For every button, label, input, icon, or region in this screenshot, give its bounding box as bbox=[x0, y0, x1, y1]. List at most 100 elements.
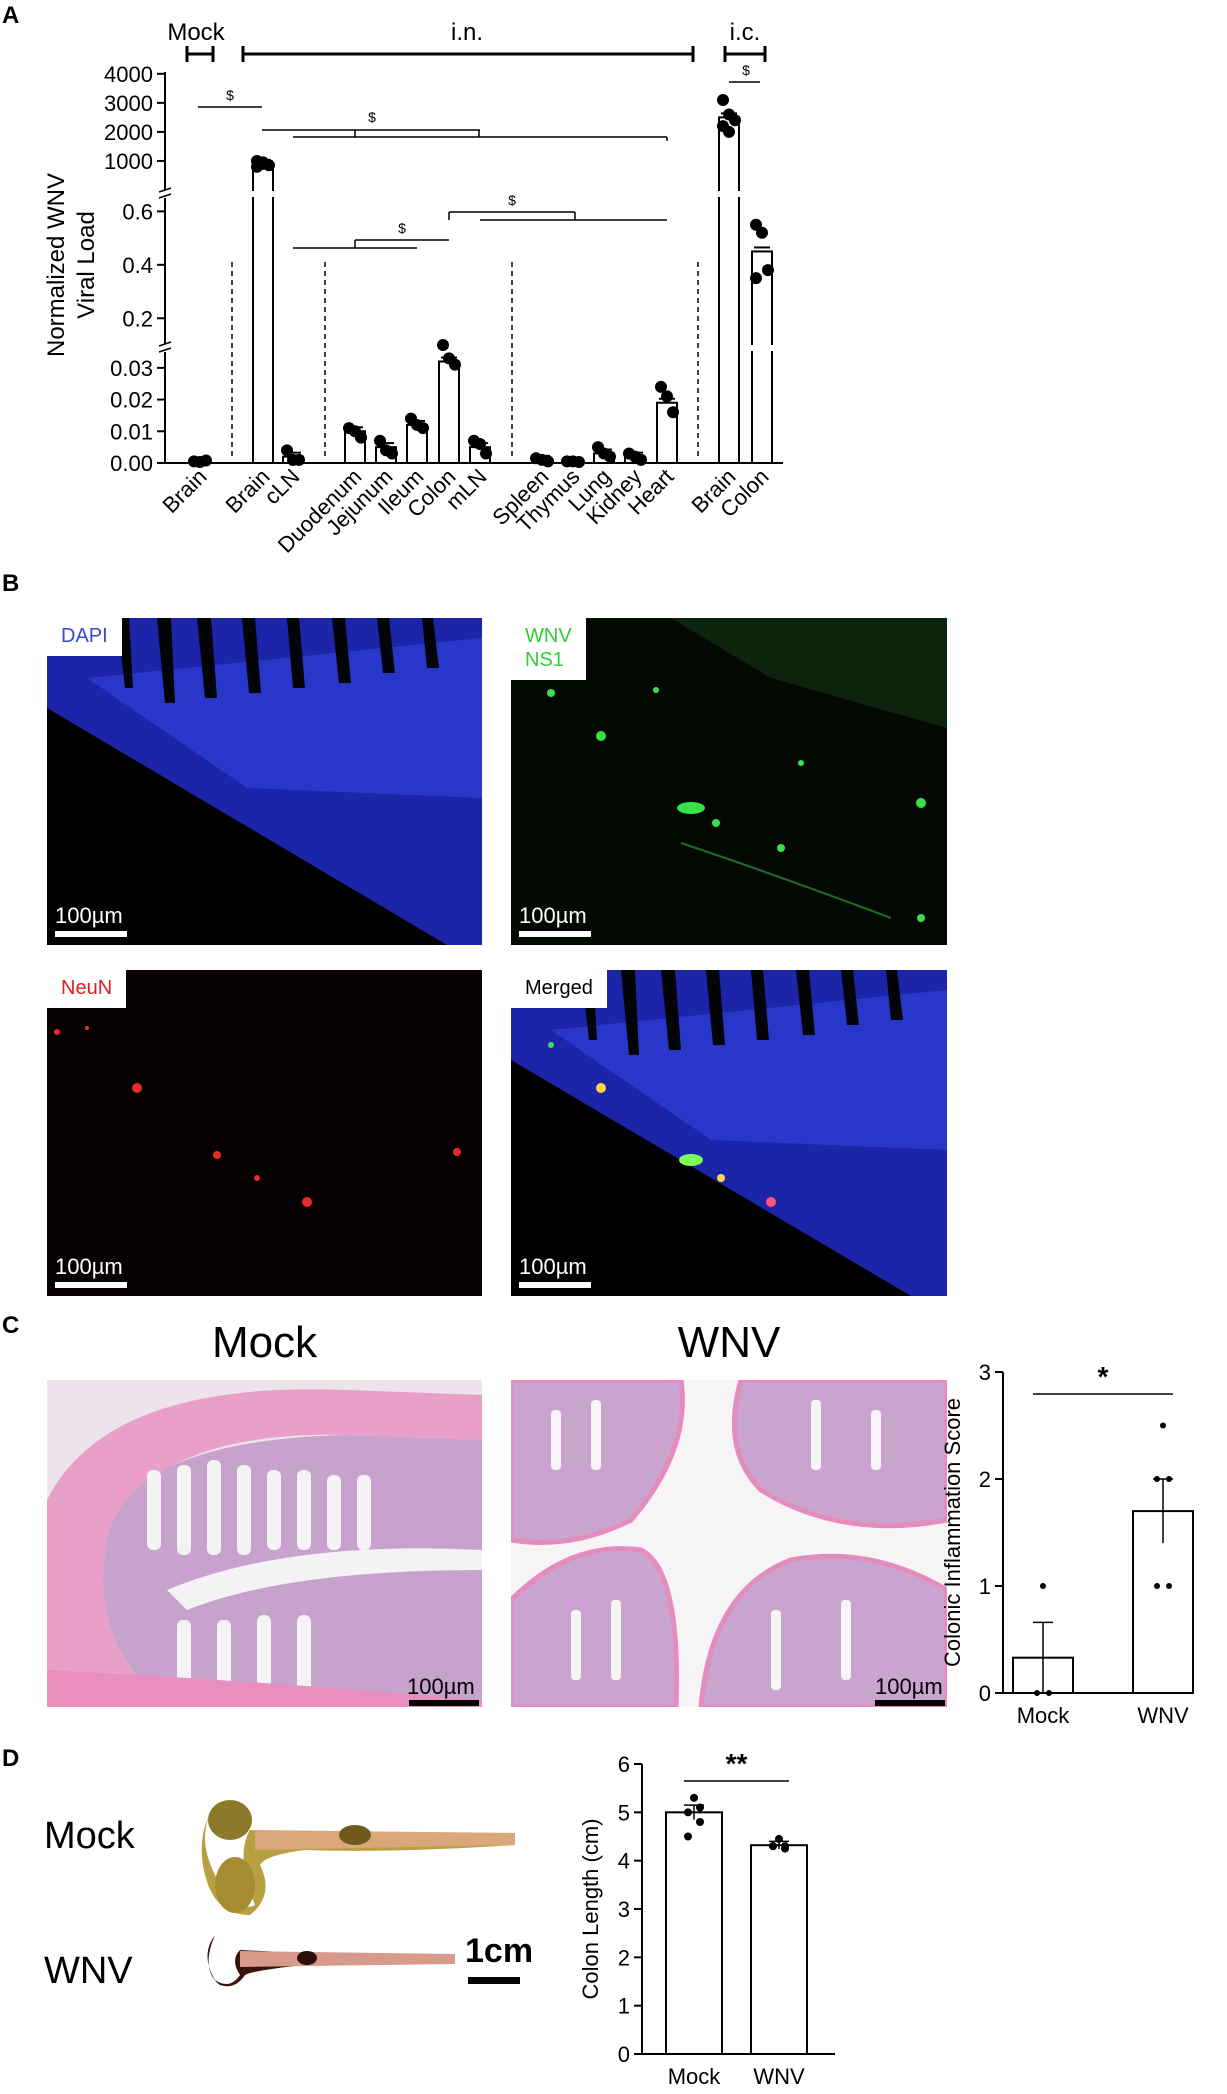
colon-wnv bbox=[207, 1935, 455, 1987]
he-title-wnv: WNV bbox=[677, 1318, 781, 1367]
chart-d-y-tick-label: 6 bbox=[618, 1752, 630, 1777]
chart-a-bar bbox=[438, 360, 460, 464]
micro-neun-image bbox=[47, 970, 482, 1296]
micro-wnv-image bbox=[511, 618, 947, 945]
chart-d-y-tick-label: 5 bbox=[618, 1800, 630, 1825]
chart-a-point bbox=[257, 156, 269, 169]
micro-wnv-ns1: WNV NS1 100µm bbox=[511, 618, 947, 945]
chart-d-point bbox=[769, 1842, 777, 1851]
chart-a-bar bbox=[751, 250, 773, 464]
chart-a-bar bbox=[252, 162, 274, 464]
channel-label-dapi: DAPI bbox=[47, 618, 122, 656]
chart-d-point bbox=[775, 1834, 783, 1843]
chart-a-point bbox=[635, 453, 647, 466]
chart-c-y-tick-label: 3 bbox=[979, 1360, 991, 1385]
channel-label-dapi-text: DAPI bbox=[61, 625, 108, 647]
chart-a-x-tick-label: Brain bbox=[158, 464, 212, 518]
colon-row-label-wnv: WNV bbox=[44, 1950, 133, 1992]
he-scale-bar-mock bbox=[409, 1700, 479, 1706]
chart-d-bar bbox=[750, 1844, 808, 2055]
chart-a-sig-symbol-4: $ bbox=[742, 62, 750, 78]
he-scale-label-mock: 100µm bbox=[407, 1674, 475, 1699]
chart-a-point bbox=[661, 390, 673, 403]
he-mock-image bbox=[47, 1380, 482, 1707]
chart-a-group-ic-label: i.c. bbox=[730, 19, 761, 46]
chart-a-point bbox=[281, 444, 293, 457]
chart-a-point bbox=[717, 93, 729, 106]
chart-c-point bbox=[1040, 1583, 1046, 1589]
chart-a-y-tick-label: 0.4 bbox=[122, 253, 153, 278]
chart-c-y-label: Colonic Inflammation Score bbox=[940, 1398, 965, 1667]
chart-d-bar bbox=[665, 1811, 723, 2056]
channel-label-wnv: WNV NS1 bbox=[511, 618, 586, 680]
chart-c-point bbox=[1046, 1690, 1052, 1696]
chart-a-x-tick-label: cLN bbox=[259, 464, 304, 509]
channel-label-merged: Merged bbox=[511, 970, 607, 1008]
chart-c-y-tick-label: 0 bbox=[979, 1681, 991, 1706]
chart-a-y-tick-label: 0.6 bbox=[122, 199, 153, 224]
chart-a-sig-symbol-3: $ bbox=[508, 192, 516, 208]
he-title-mock: Mock bbox=[211, 1318, 318, 1367]
scale-bar-merged bbox=[519, 1282, 591, 1288]
colon-scale-label: 1cm bbox=[465, 1932, 534, 1970]
chart-a-bar bbox=[718, 116, 740, 464]
panel-letter-b: B bbox=[2, 570, 20, 597]
chart-c-point bbox=[1166, 1583, 1172, 1589]
chart-a-y-label-line1: Normalized WNV bbox=[43, 173, 70, 357]
chart-d-point bbox=[684, 1832, 692, 1841]
chart-a-y-tick-label: 3000 bbox=[104, 91, 153, 116]
chart-a-point bbox=[750, 272, 762, 285]
chart-d-point bbox=[781, 1844, 789, 1853]
chart-c-x-tick-label: Mock bbox=[1017, 1703, 1071, 1728]
chart-a-point bbox=[604, 450, 616, 463]
channel-label-ns1-text: NS1 bbox=[525, 649, 564, 671]
chart-a-bar-break-1 bbox=[717, 191, 741, 197]
colon-photo bbox=[201, 1800, 515, 1987]
chart-a-y-tick-label: 0.01 bbox=[110, 419, 153, 444]
chart-c-y-tick-label: 1 bbox=[979, 1574, 991, 1599]
chart-a-sig-symbol-0: $ bbox=[226, 87, 234, 103]
micro-dapi-image bbox=[47, 618, 482, 945]
he-image-mock: 100µm bbox=[47, 1380, 482, 1707]
scale-label-wnv: 100µm bbox=[519, 903, 587, 928]
colon-row-label-mock: Mock bbox=[44, 1815, 135, 1857]
channel-label-neun: NeuN bbox=[47, 970, 127, 1008]
scale-bar-wnv bbox=[519, 931, 591, 937]
panel-letter-d: D bbox=[2, 1745, 20, 1772]
scale-label-merged: 100µm bbox=[519, 1254, 587, 1279]
chart-a-point bbox=[417, 422, 429, 435]
chart-a-y-tick-label: 0.03 bbox=[110, 356, 153, 381]
chart-c-point bbox=[1154, 1583, 1160, 1589]
chart-d-y-tick-label: 3 bbox=[618, 1897, 630, 1922]
chart-a-point bbox=[729, 114, 741, 127]
chart-a-y-tick-label: 0.2 bbox=[122, 306, 153, 331]
chart-a-axis-break-2 bbox=[158, 187, 172, 193]
chart-a-axis-break-1-gap bbox=[160, 344, 170, 352]
he-wnv-image bbox=[511, 1380, 947, 1707]
he-scale-label-wnv: 100µm bbox=[875, 1674, 943, 1699]
chart-d-y-tick-label: 1 bbox=[618, 1994, 630, 2019]
chart-a-y-tick-label: 4000 bbox=[104, 62, 153, 87]
chart-a-axis-break-1 bbox=[158, 341, 172, 347]
chart-a-y-tick-label: 1000 bbox=[104, 149, 153, 174]
chart-c-point bbox=[1160, 1422, 1166, 1429]
chart-a-y-tick-label: 0.02 bbox=[110, 388, 153, 413]
chart-a-marks: 0.000.010.020.030.20.40.6100020003000400… bbox=[43, 19, 783, 558]
chart-c-y-tick-label: 2 bbox=[979, 1467, 991, 1492]
chart-a-point bbox=[542, 455, 554, 468]
chart-d-y-tick-label: 4 bbox=[618, 1849, 630, 1874]
chart-d-point bbox=[696, 1803, 704, 1812]
chart-a-y-label-line2: Viral Load bbox=[73, 211, 100, 319]
chart-d-sig-symbol: ** bbox=[726, 1748, 748, 1779]
colon-mock bbox=[201, 1800, 515, 1915]
chart-a-point bbox=[437, 339, 449, 351]
chart-d-point bbox=[684, 1808, 692, 1817]
panel-letter-c: C bbox=[2, 1312, 20, 1339]
chart-d-y-tick-label: 0 bbox=[618, 2042, 630, 2067]
chart-a-point bbox=[386, 447, 398, 460]
